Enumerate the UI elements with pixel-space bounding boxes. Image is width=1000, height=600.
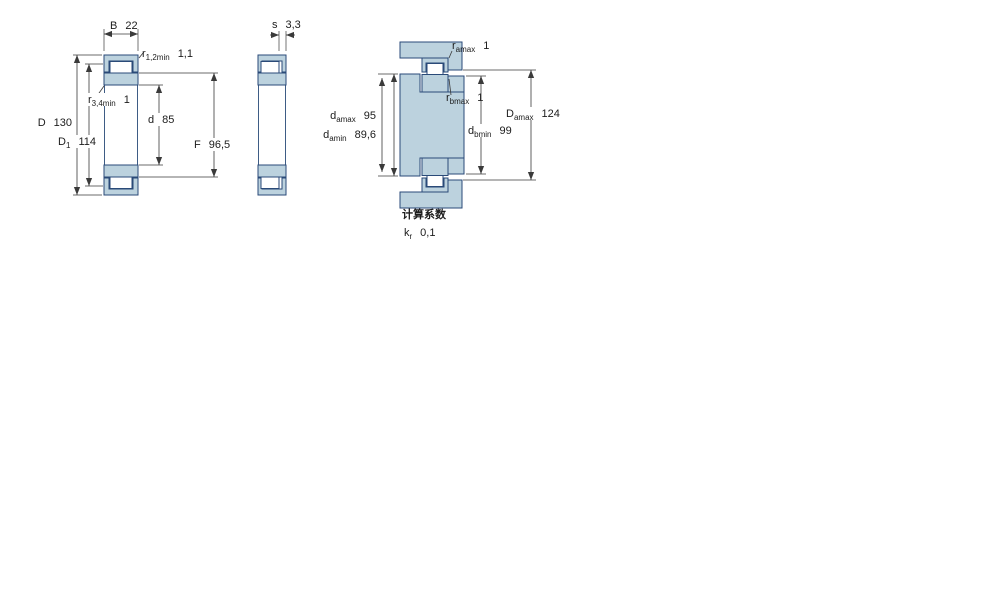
factors-title: 计算系数 — [402, 207, 447, 221]
roller-top — [109, 61, 133, 74]
outer-ring-bottom — [103, 177, 139, 196]
outer-ring-bottom — [421, 177, 449, 193]
inner-ring-top — [257, 72, 287, 86]
abutment-ring-bottom — [447, 157, 465, 175]
roller-bottom — [109, 176, 133, 189]
outer-ring-bottom — [257, 177, 287, 196]
roller-bottom — [260, 176, 280, 189]
outer-ring-top — [103, 54, 139, 73]
roller-top — [260, 61, 280, 74]
outer-ring-top — [421, 57, 449, 73]
inner-ring-top — [421, 74, 449, 93]
inner-ring-top — [103, 72, 139, 86]
inner-ring-bottom — [421, 157, 449, 176]
outer-ring-top — [257, 54, 287, 73]
inner-ring-bottom — [103, 164, 139, 178]
roller-bottom — [426, 175, 444, 187]
roller-top — [426, 63, 444, 75]
inner-ring-bottom — [257, 164, 287, 178]
